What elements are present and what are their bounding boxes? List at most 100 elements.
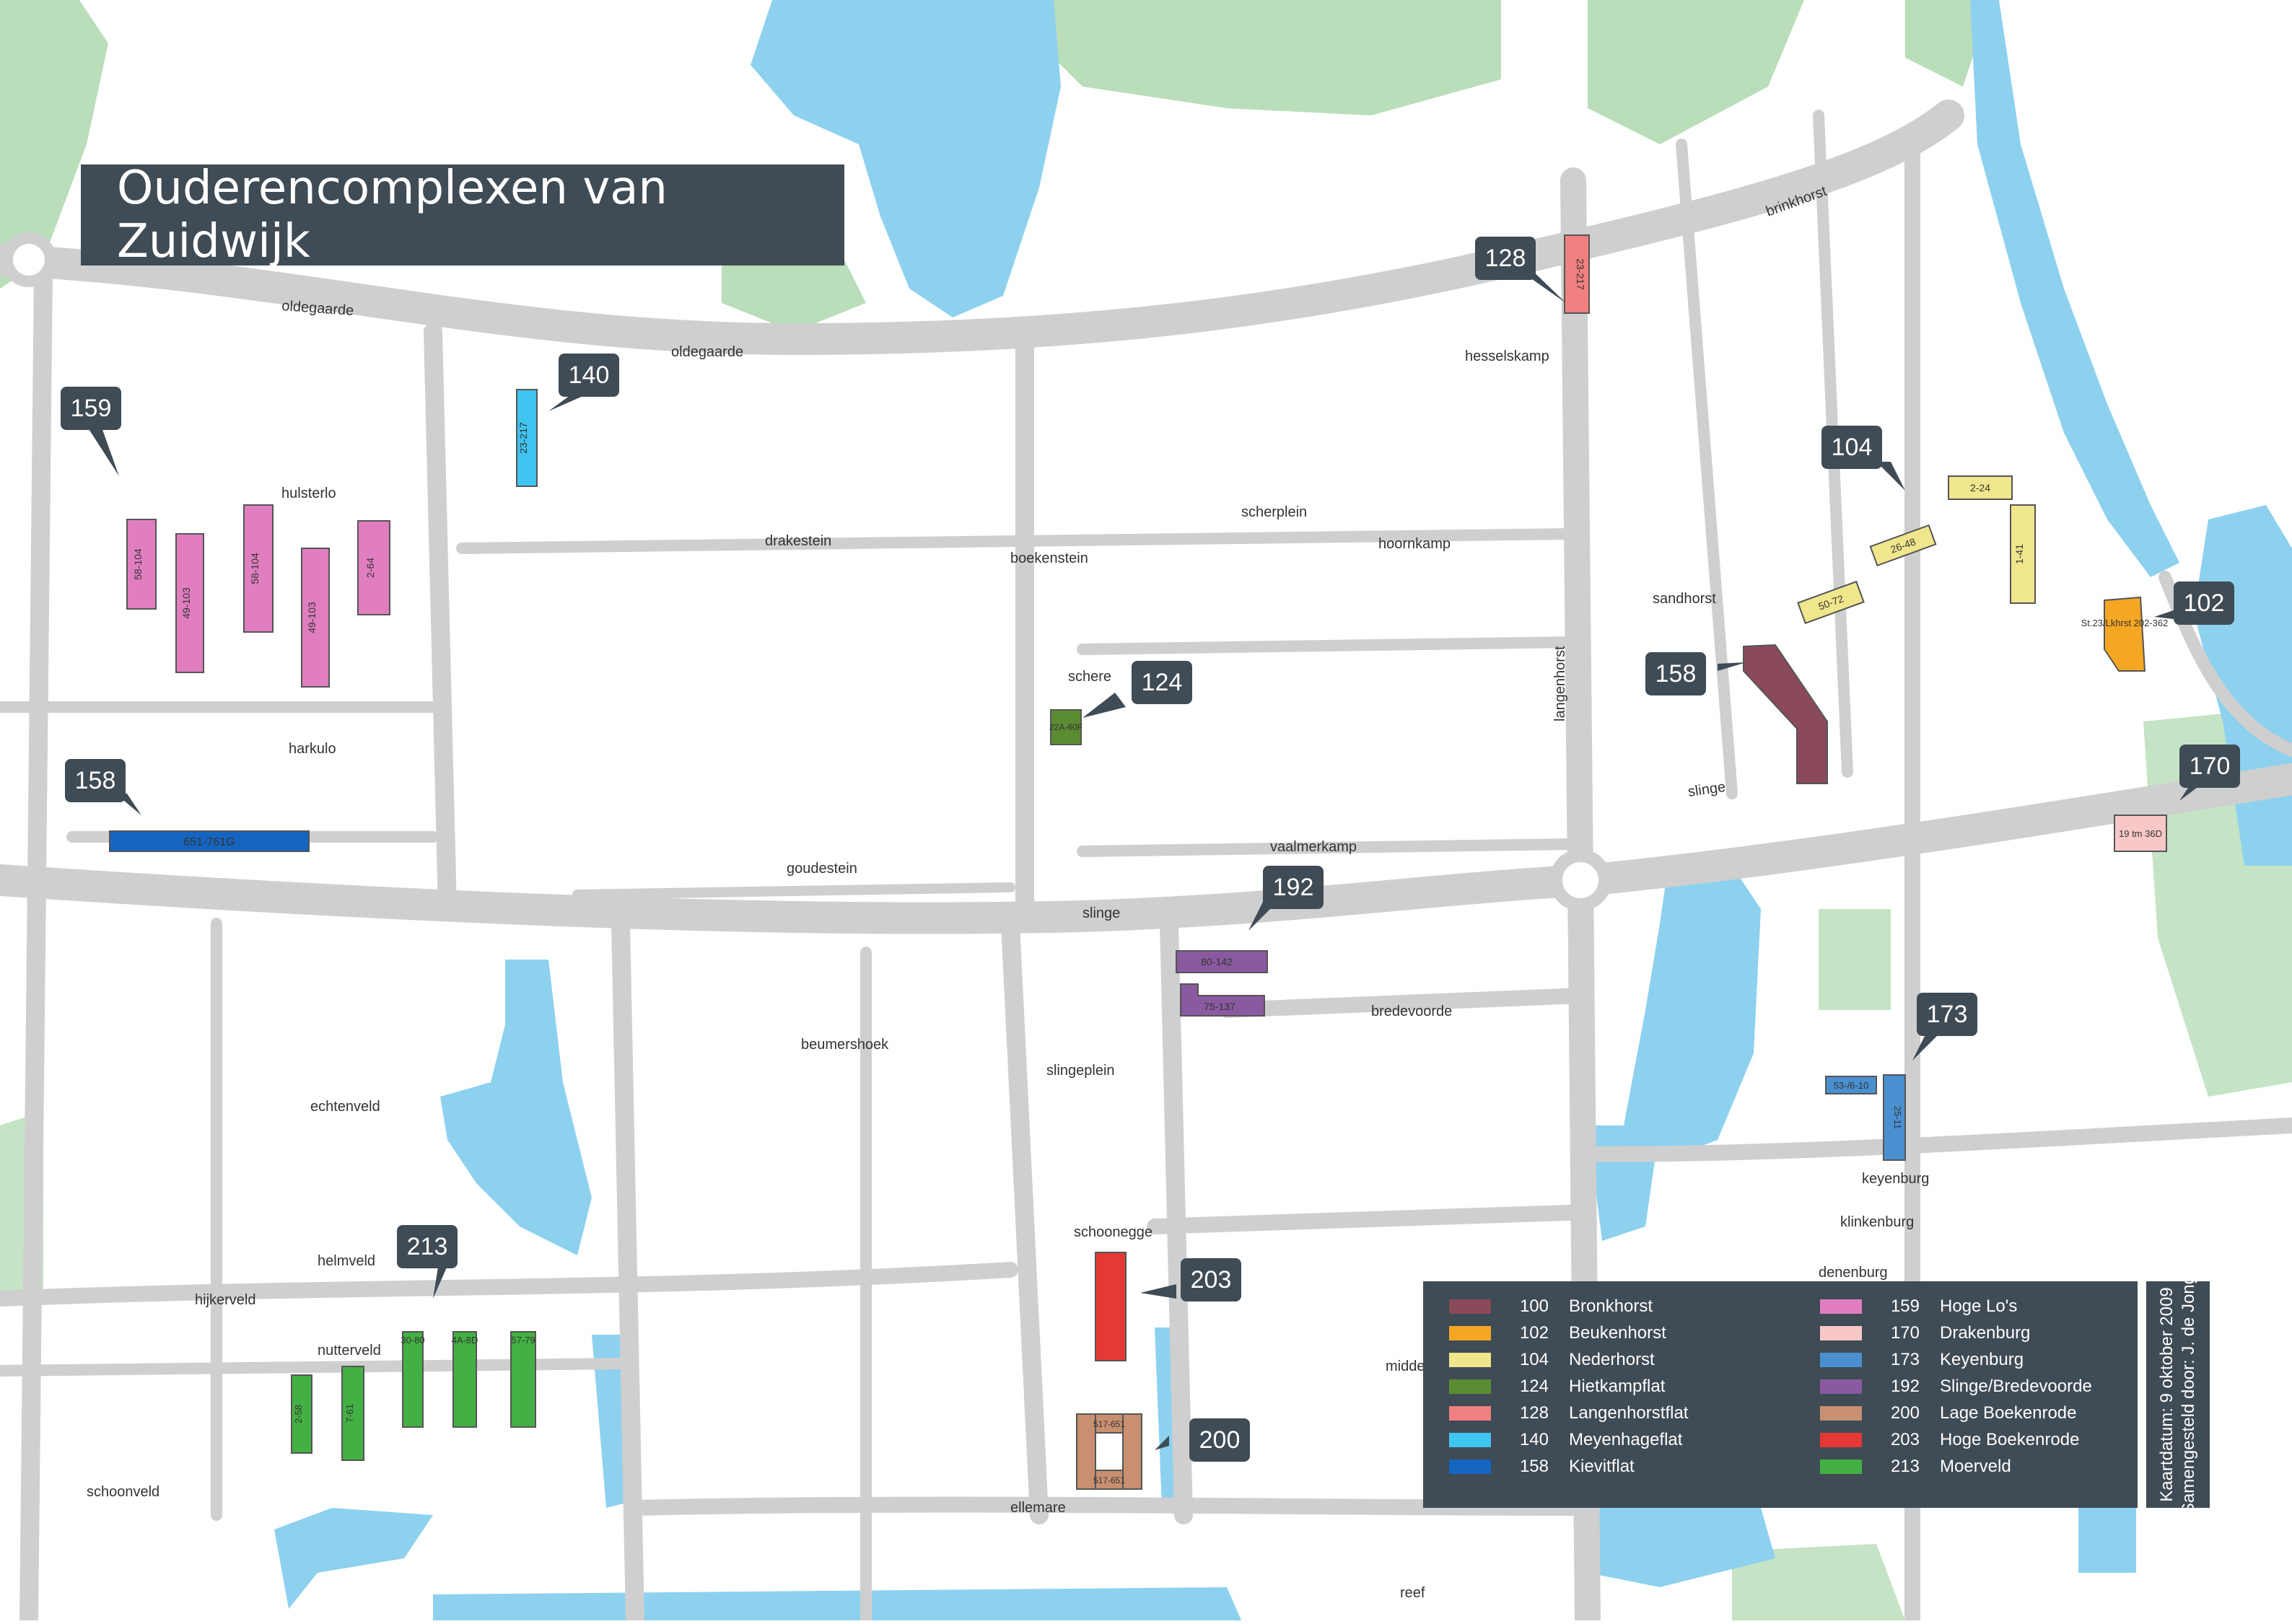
callout-128: 128 — [1475, 237, 1536, 280]
legend-name: Meyenhageflat — [1569, 1430, 1683, 1449]
complex-159-label-a: 58-104 — [132, 548, 144, 580]
street-label-klinkenburg: klinkenburg — [1840, 1214, 1914, 1230]
legend-item: 104 Nederhorst — [1449, 1349, 1655, 1371]
complex-102-label: St.23/Lkhrst 202-362 — [2081, 618, 2169, 628]
complex-104-building-b — [2010, 504, 2036, 604]
legend-number: 159 — [1890, 1296, 1920, 1316]
legend-swatch — [1449, 1460, 1491, 1474]
street-label-schoonegge: schoonegge — [1074, 1224, 1152, 1240]
credit-date: Kaartdatum: 9 oktober 2009 — [2157, 1287, 2177, 1502]
complex-140-building — [516, 389, 538, 487]
legend-item: 100 Bronkhorst — [1449, 1296, 1653, 1317]
complex-104-label-b: 1-41 — [2013, 544, 2025, 564]
street-label-hesselskamp: hesselskamp — [1465, 348, 1549, 364]
street-label-bredevoorde: bredevoorde — [1371, 1004, 1452, 1019]
callout-124: 124 — [1132, 661, 1192, 704]
complex-213-building-b — [341, 1366, 364, 1461]
legend-name: Drakenburg — [1940, 1323, 2031, 1343]
legend-item: 173 Keyenburg — [1820, 1349, 2024, 1371]
street-label-boekenstein: boekenstein — [1010, 550, 1088, 566]
complex-173-building-a — [1825, 1076, 1877, 1094]
legend-swatch — [1449, 1433, 1491, 1447]
complex-200-building — [1076, 1413, 1142, 1490]
street-label-langenhorst: langenhorst — [1552, 646, 1568, 721]
legend-name: Langenhorstflat — [1569, 1403, 1689, 1423]
street-label-goudestein: goudestein — [787, 861, 857, 877]
legend-item: 140 Meyenhageflat — [1449, 1429, 1682, 1451]
legend-swatch — [1449, 1353, 1491, 1367]
complex-213-building-d — [452, 1331, 477, 1428]
complex-159-building-b — [175, 533, 204, 673]
roundabout-slinge — [1549, 849, 1611, 911]
legend-item: 192 Slinge/Bredevoorde — [1820, 1376, 2092, 1397]
legend-name: Nederhorst — [1569, 1350, 1655, 1369]
legend-number: 104 — [1519, 1350, 1549, 1369]
street-label-drakestein: drakestein — [765, 533, 831, 549]
complex-200-label-b: 517-651 — [1093, 1475, 1125, 1485]
street-label-denenburg: denenburg — [1819, 1265, 1888, 1281]
street-label-schere: schere — [1068, 669, 1111, 685]
legend-item: 158 Kievitflat — [1449, 1456, 1635, 1478]
callout-203: 203 — [1181, 1258, 1241, 1302]
callout-192: 192 — [1263, 866, 1324, 909]
complex-203-building — [1095, 1252, 1127, 1361]
complex-159-building-d — [301, 548, 330, 688]
street-label-sandhorst: sandhorst — [1653, 591, 1716, 607]
legend-number: 158 — [1519, 1457, 1549, 1476]
map-title: Ouderencomplexen van Zuidwijk — [81, 162, 844, 268]
complex-192-label-b: 75-137 — [1204, 1001, 1235, 1012]
callout-159: 159 — [61, 387, 121, 430]
legend-swatch — [1449, 1299, 1491, 1314]
street-label-vaalmerkamp: vaalmerkamp — [1270, 839, 1357, 855]
complex-100-building — [1743, 644, 1828, 784]
street-label-hoornkamp: hoornkamp — [1378, 536, 1451, 552]
street-label-oldegaarde: oldegaarde — [671, 344, 743, 360]
legend-name: Hoge Lo's — [1940, 1296, 2018, 1316]
complex-159-building-e — [357, 520, 390, 615]
legend-swatch — [1820, 1433, 1862, 1447]
complex-192-building-a — [1176, 950, 1268, 973]
roads — [0, 100, 2292, 1624]
legend-number: 170 — [1890, 1323, 1920, 1343]
legend-swatch — [1820, 1326, 1862, 1340]
callout-140: 140 — [559, 354, 619, 397]
street-label-harkulo: harkulo — [289, 741, 336, 757]
legend-swatch — [1449, 1406, 1491, 1421]
legend-swatch — [1820, 1353, 1862, 1367]
legend-item: 213 Moerveld — [1820, 1456, 2011, 1478]
legend-name: Slinge/Bredevoorde — [1940, 1377, 2092, 1396]
legend-swatch — [1820, 1299, 1862, 1314]
complex-192-building-b — [1180, 983, 1265, 1017]
credit-author: Samengesteld door: J. de Jong — [2179, 1274, 2198, 1515]
callout-104: 104 — [1821, 426, 1882, 469]
legend-number: 124 — [1519, 1377, 1549, 1396]
complex-173-label-a: 53-/6-10 — [1834, 1080, 1868, 1091]
legend-swatch — [1449, 1326, 1491, 1340]
complex-102-building — [2104, 596, 2146, 672]
complex-159-label-b: 49-103 — [180, 587, 192, 619]
legend-name: Moerveld — [1940, 1457, 2011, 1476]
legend-number: 213 — [1890, 1457, 1920, 1476]
street-label-keyenburg: keyenburg — [1862, 1171, 1929, 1187]
street-label-reef: reef — [1400, 1585, 1425, 1601]
roundabout-oldegaarde — [1, 232, 56, 287]
legend-item: 170 Drakenburg — [1820, 1322, 2030, 1344]
legend-number: 128 — [1519, 1403, 1549, 1423]
legend-swatch — [1820, 1406, 1862, 1421]
legend-panel: 100 Bronkhorst 102 Beukenhorst 104 Neder… — [1423, 1281, 2138, 1508]
street-label-slinge: slinge — [1082, 905, 1120, 921]
legend-number: 200 — [1890, 1403, 1920, 1423]
complex-markers: 23-217 23-217 58-104 49-103 58-104 49-10… — [109, 234, 2169, 1490]
complex-213-label-c: 30-80 — [401, 1335, 424, 1346]
complex-213-label-d: 4A-8D — [452, 1335, 478, 1346]
street-label-ellemare: ellemare — [1010, 1500, 1066, 1516]
complex-124-label: 22A-60F — [1049, 722, 1082, 732]
complex-128-building — [1564, 234, 1590, 314]
legend-name: Kievitflat — [1569, 1457, 1635, 1476]
credit-text: Kaartdatum: 9 oktober 2009 Samengesteld … — [2156, 1275, 2200, 1514]
street-label-slingeplein: slingeplein — [1046, 1063, 1115, 1079]
complex-213-building-a — [291, 1374, 312, 1454]
legend-item: 102 Beukenhorst — [1449, 1322, 1666, 1344]
